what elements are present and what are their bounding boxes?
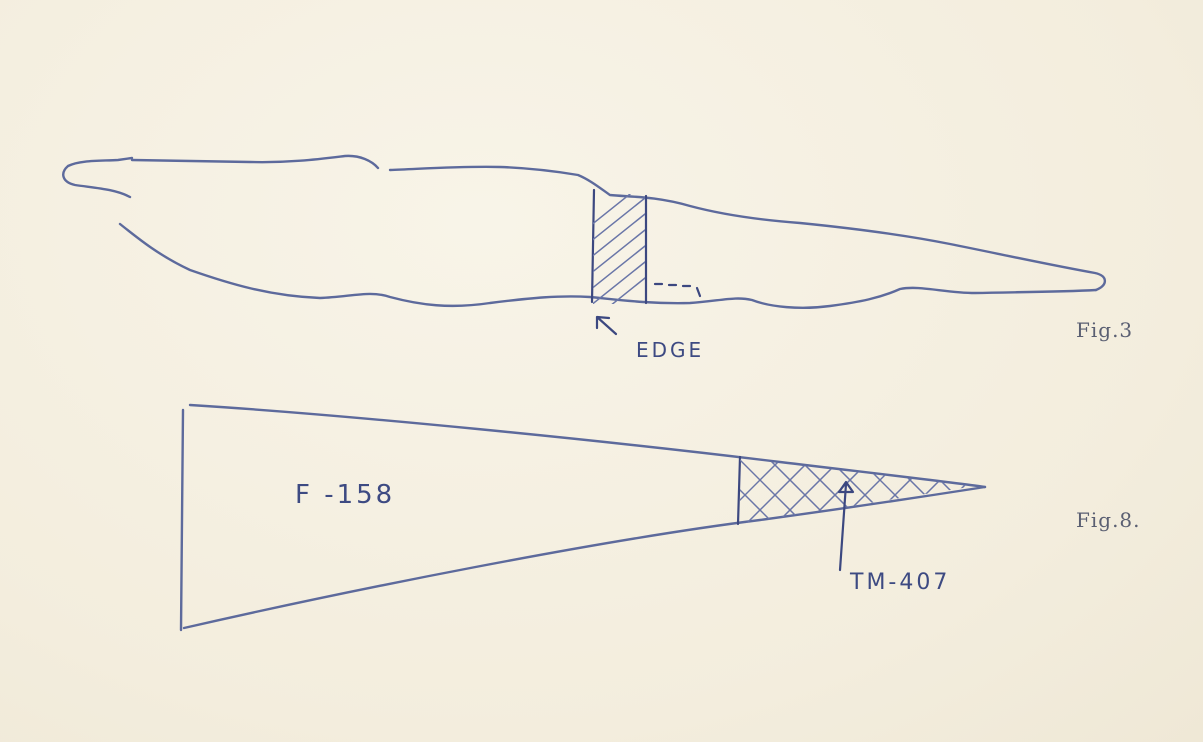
fig8-pointer-line [840, 484, 846, 570]
fig3-edge-line-left [592, 190, 594, 302]
fig3-edge-label: EDGE [636, 338, 704, 362]
fig3-edge-arrow-icon [597, 317, 616, 334]
fig8-sketch [181, 405, 1000, 630]
fig3-outline-top-right [390, 167, 1105, 290]
fig8-divider-line [738, 457, 740, 524]
fig8-left-edge [181, 410, 183, 630]
fig3-outline-bottom [120, 224, 1096, 308]
fig8-caption: Fig.8. [1076, 508, 1141, 532]
fig3-outline-top-left [63, 158, 132, 197]
fig8-crosshatching [700, 450, 1000, 540]
fig3-dashed-mark [655, 284, 700, 296]
fig8-top-edge [190, 405, 985, 487]
fig8-tm-label: TM-407 [850, 570, 950, 595]
fig3-caption: Fig.3 [1076, 318, 1133, 342]
fig3-outline-top [132, 156, 378, 168]
fig3-sketch [63, 156, 1105, 334]
fig8-specimen-label: F -158 [295, 480, 395, 510]
